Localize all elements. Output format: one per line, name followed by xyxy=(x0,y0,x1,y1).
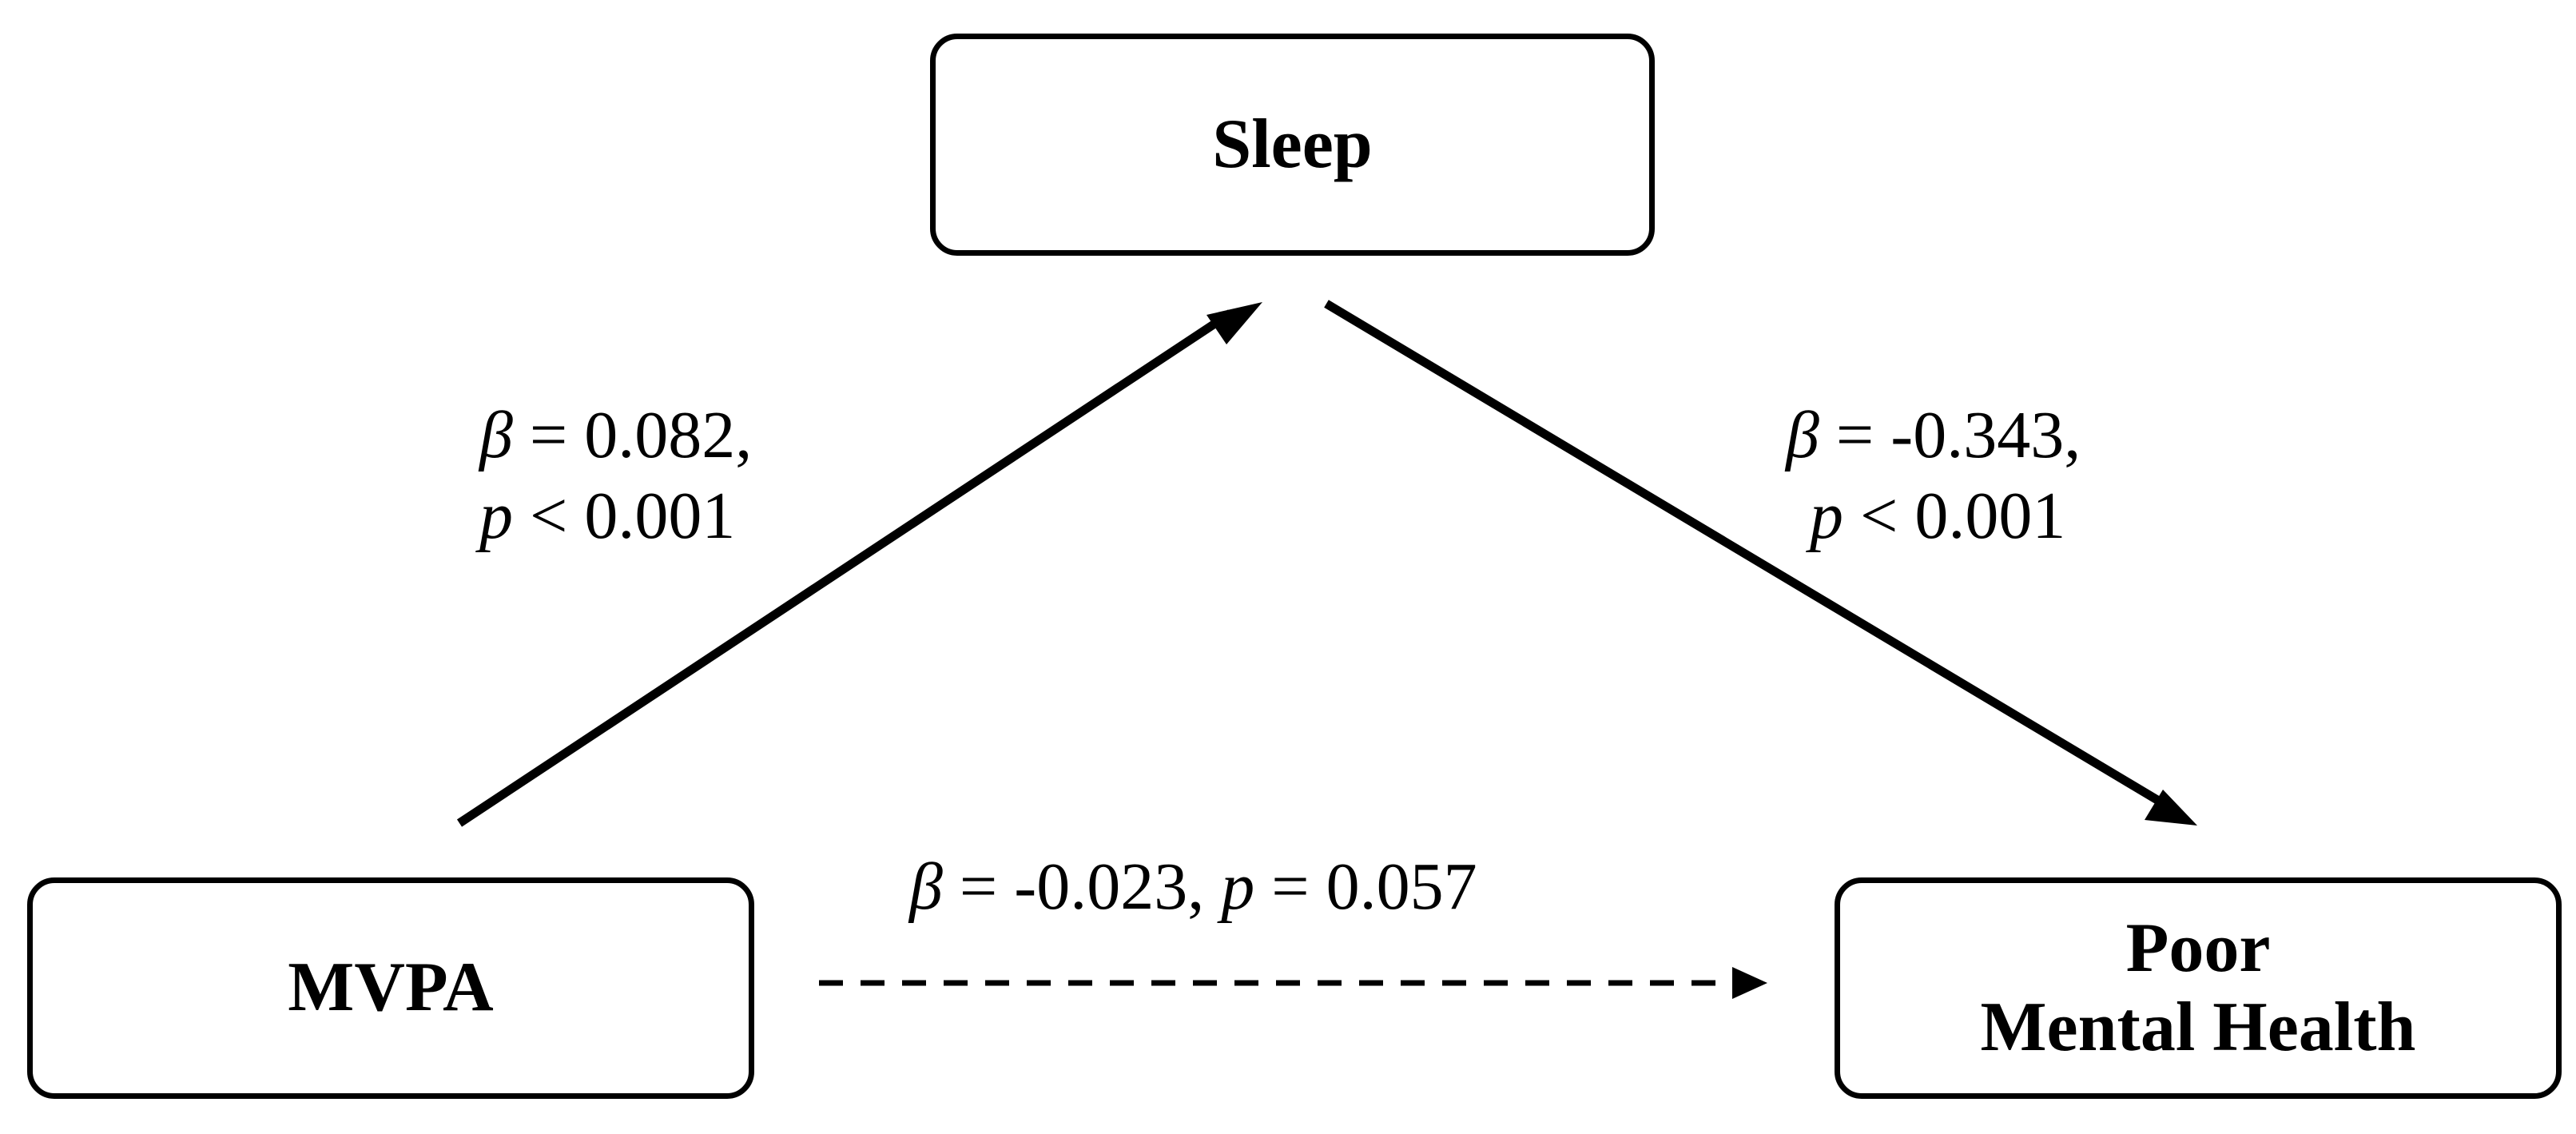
beta-value: = -0.343, xyxy=(1819,398,2081,472)
stat-mvpa-to-mental-health: β = -0.023, p = 0.057 xyxy=(909,847,1477,928)
beta-symbol: β xyxy=(479,398,513,472)
sleep-node: Sleep xyxy=(930,34,1655,256)
poor-mental-health-label-line2: Mental Health xyxy=(1980,988,2416,1066)
p-symbol: p xyxy=(1221,850,1255,924)
stat-sleep-to-mental-health-p: p < 0.001 xyxy=(1786,476,2081,557)
poor-mental-health-label-line1: Poor xyxy=(2125,909,2271,987)
arrowhead-mvpa-to-sleep xyxy=(1207,302,1262,344)
mvpa-label: MVPA xyxy=(288,949,494,1027)
p-value: < 0.001 xyxy=(1843,478,2066,553)
poor-mental-health-node: Poor Mental Health xyxy=(1835,877,2562,1099)
arrowhead-mvpa-to-mental-health xyxy=(1732,967,1767,999)
beta-symbol: β xyxy=(1786,398,1819,472)
mvpa-node: MVPA xyxy=(27,877,754,1099)
stat-mvpa-to-sleep-p: p < 0.001 xyxy=(479,476,752,557)
beta-symbol: β xyxy=(909,850,943,924)
p-value: = 0.057 xyxy=(1254,850,1477,924)
arrow-sleep-to-mental-health xyxy=(1324,300,2172,811)
stat-sleep-to-mental-health-beta: β = -0.343, xyxy=(1786,396,2081,476)
arrowhead-sleep-to-mental-health xyxy=(2145,790,2197,826)
stat-mvpa-to-sleep-beta: β = 0.082, xyxy=(479,396,752,476)
p-symbol: p xyxy=(1810,478,1843,553)
p-value: < 0.001 xyxy=(513,478,736,553)
stat-sleep-to-mental-health: β = -0.343, p < 0.001 xyxy=(1786,396,2081,557)
stat-mvpa-to-sleep: β = 0.082, p < 0.001 xyxy=(479,396,752,557)
beta-value: = -0.023, xyxy=(942,850,1222,924)
sleep-label: Sleep xyxy=(1212,105,1373,183)
arrow-mvpa-to-sleep xyxy=(456,309,1234,827)
p-symbol: p xyxy=(479,478,513,553)
beta-value: = 0.082, xyxy=(512,398,753,472)
